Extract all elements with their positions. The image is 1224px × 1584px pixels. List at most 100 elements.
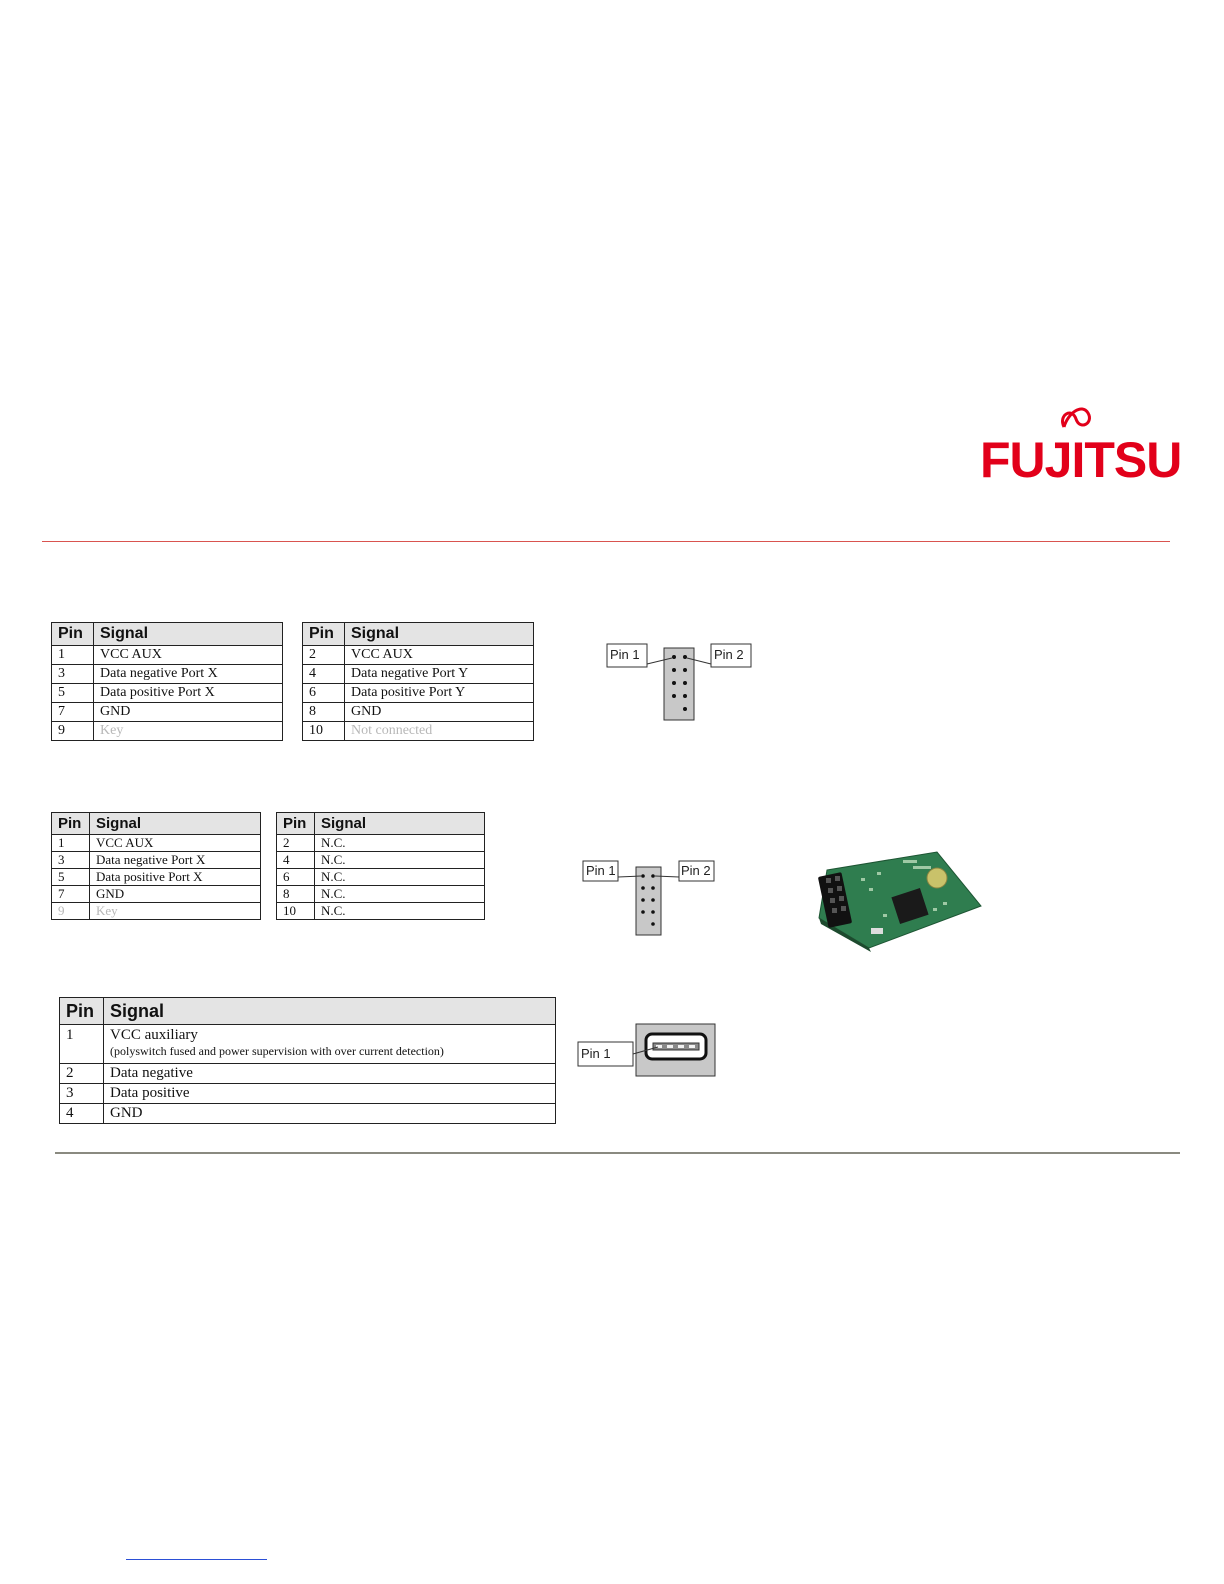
signal-cell: N.C. xyxy=(314,851,485,869)
footer-link-underline[interactable] xyxy=(126,1559,267,1560)
column-header-pin: Pin xyxy=(302,622,345,646)
usb-module-photo-icon xyxy=(813,848,985,952)
column-header-pin: Pin xyxy=(51,812,90,835)
signal-cell: Key xyxy=(93,721,283,741)
column-header-signal: Signal xyxy=(103,997,556,1025)
header-divider xyxy=(42,541,1170,542)
pin-cell: 7 xyxy=(51,702,94,722)
signal-cell: VCC AUX xyxy=(89,834,261,852)
column-header-pin: Pin xyxy=(276,812,315,835)
pin-cell: 8 xyxy=(276,885,315,903)
signal-cell: VCC auxiliary (polyswitch fused and powe… xyxy=(103,1024,556,1064)
column-header-pin: Pin xyxy=(51,622,94,646)
pin2-label: Pin 2 xyxy=(681,863,711,878)
pin-cell: 4 xyxy=(302,664,345,684)
signal-cell: Data negative Port X xyxy=(89,851,261,869)
pin-cell: 10 xyxy=(276,902,315,920)
signal-cell: Data negative Port Y xyxy=(344,664,534,684)
pin2-label: Pin 2 xyxy=(714,647,744,662)
signal-cell: Data positive xyxy=(103,1083,556,1104)
signal-cell: Not connected xyxy=(344,721,534,741)
pin-cell: 6 xyxy=(276,868,315,886)
pin-cell: 9 xyxy=(51,721,94,741)
pin-cell: 3 xyxy=(51,851,90,869)
pin-cell: 2 xyxy=(302,645,345,665)
pin-cell: 4 xyxy=(276,851,315,869)
column-header-signal: Signal xyxy=(344,622,534,646)
pin1-label: Pin 1 xyxy=(581,1046,611,1061)
column-header-signal: Signal xyxy=(93,622,283,646)
pin-cell: 7 xyxy=(51,885,90,903)
signal-cell: Data positive Port X xyxy=(93,683,283,703)
pin-table-usb-a: Pin Signal 1 VCC auxiliary (polyswitch f… xyxy=(59,997,556,1124)
table-row: 1 VCC auxiliary (polyswitch fused and po… xyxy=(59,1024,556,1064)
signal-cell: Data positive Port Y xyxy=(344,683,534,703)
pin-cell: 1 xyxy=(51,834,90,852)
signal-text: VCC auxiliary xyxy=(110,1027,198,1043)
signal-cell: VCC AUX xyxy=(93,645,283,665)
pin-cell: 4 xyxy=(59,1103,104,1124)
signal-cell: GND xyxy=(103,1103,556,1124)
pin-cell: 5 xyxy=(51,683,94,703)
pin-cell: 3 xyxy=(59,1083,104,1104)
signal-cell: N.C. xyxy=(314,885,485,903)
pin-cell: 5 xyxy=(51,868,90,886)
signal-cell: GND xyxy=(344,702,534,722)
signal-cell: Data positive Port X xyxy=(89,868,261,886)
signal-cell: Data negative xyxy=(103,1063,556,1084)
header-pinout-diagram: Pin 1 Pin 2 xyxy=(600,640,760,725)
logo-wordmark: FUJITSU xyxy=(980,432,1182,488)
signal-cell: N.C. xyxy=(314,834,485,852)
column-header-pin: Pin xyxy=(59,997,104,1025)
pin-cell: 8 xyxy=(302,702,345,722)
signal-cell: N.C. xyxy=(314,868,485,886)
pin-cell: 1 xyxy=(59,1024,104,1064)
signal-cell: GND xyxy=(89,885,261,903)
pin-cell: 10 xyxy=(302,721,345,741)
signal-cell: VCC AUX xyxy=(344,645,534,665)
pin1-label: Pin 1 xyxy=(586,863,616,878)
pin-cell: 2 xyxy=(59,1063,104,1084)
usb-socket-diagram: Pin 1 xyxy=(576,1022,721,1080)
signal-cell: Key xyxy=(89,902,261,920)
signal-cell: N.C. xyxy=(314,902,485,920)
pin-cell: 9 xyxy=(51,902,90,920)
pin-cell: 2 xyxy=(276,834,315,852)
pin-cell: 3 xyxy=(51,664,94,684)
module-header-pinout-diagram: Pin 1 Pin 2 xyxy=(580,857,720,939)
pin-cell: 6 xyxy=(302,683,345,703)
footer-divider xyxy=(55,1152,1180,1154)
pin-cell: 1 xyxy=(51,645,94,665)
signal-note: (polyswitch fused and power supervision … xyxy=(110,1044,444,1058)
pin1-label: Pin 1 xyxy=(610,647,640,662)
signal-cell: Data negative Port X xyxy=(93,664,283,684)
column-header-signal: Signal xyxy=(314,812,485,835)
fujitsu-logo-icon: FUJITSU xyxy=(980,405,1182,500)
